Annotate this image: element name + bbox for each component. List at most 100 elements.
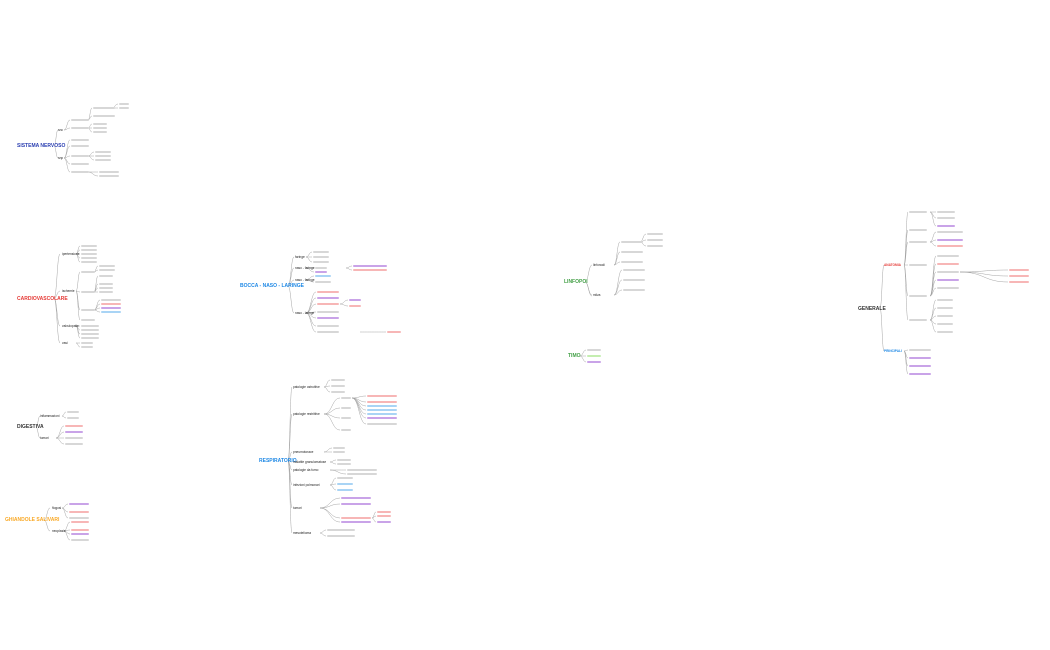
leaf-node[interactable]	[337, 477, 353, 479]
leaf-node[interactable]	[65, 437, 83, 439]
leaf-node[interactable]	[69, 517, 89, 519]
leaf-node[interactable]	[331, 379, 345, 381]
leaf-node[interactable]	[81, 245, 97, 247]
leaf-node[interactable]	[367, 401, 397, 403]
leaf-node[interactable]	[937, 323, 953, 325]
branch-linfonodi[interactable]: linfonodi	[593, 263, 605, 267]
leaf-node[interactable]	[71, 529, 89, 531]
leaf-node[interactable]	[81, 342, 93, 344]
leaf-node[interactable]	[367, 423, 397, 425]
leaf-node[interactable]	[587, 361, 601, 363]
leaf-node[interactable]	[337, 463, 351, 465]
leaf-node[interactable]	[341, 417, 351, 419]
leaf-node[interactable]	[367, 405, 397, 407]
leaf-node[interactable]	[937, 307, 953, 309]
leaf-node[interactable]	[65, 431, 83, 433]
leaf-node[interactable]	[93, 127, 107, 129]
map-title-bocca-naso-laringe[interactable]: BOCCA - NASO - LARINGE	[240, 283, 304, 289]
leaf-node[interactable]	[71, 171, 89, 173]
leaf-node[interactable]	[71, 139, 89, 141]
leaf-node[interactable]	[71, 163, 89, 165]
leaf-node[interactable]	[909, 365, 931, 367]
branch-faringe[interactable]: faringe	[295, 255, 305, 259]
leaf-node[interactable]	[909, 241, 927, 243]
leaf-node[interactable]	[341, 517, 371, 519]
leaf-node[interactable]	[333, 447, 345, 449]
leaf-node[interactable]	[71, 155, 89, 157]
leaf-node[interactable]	[67, 411, 79, 413]
leaf-node[interactable]	[99, 287, 113, 289]
map-title-ghiandole-salivari[interactable]: GHIANDOLE SALIVARI	[5, 517, 60, 523]
leaf-node[interactable]	[341, 497, 371, 499]
leaf-node[interactable]	[377, 521, 391, 523]
leaf-node[interactable]	[909, 349, 931, 351]
leaf-node[interactable]	[1009, 269, 1029, 271]
leaf-node[interactable]	[93, 123, 107, 125]
leaf-node[interactable]	[331, 385, 345, 387]
branch-naso-faringe-2[interactable]: naso - faringe	[295, 278, 315, 282]
branch-infezioni-polmonari[interactable]: infezioni polmonari	[293, 483, 320, 487]
leaf-node[interactable]	[937, 287, 959, 289]
branch-naso-faringe[interactable]: naso - faringe	[295, 266, 315, 270]
leaf-node[interactable]	[909, 373, 931, 375]
leaf-node[interactable]	[67, 417, 79, 419]
leaf-node[interactable]	[937, 225, 955, 227]
branch-flogosi[interactable]: flogosi	[52, 506, 62, 510]
leaf-node[interactable]	[99, 291, 113, 293]
leaf-node[interactable]	[331, 391, 345, 393]
leaf-node[interactable]	[95, 151, 111, 153]
leaf-node[interactable]	[347, 473, 377, 475]
leaf-node[interactable]	[99, 171, 119, 173]
leaf-node[interactable]	[647, 239, 663, 241]
leaf-node[interactable]	[1009, 281, 1029, 283]
leaf-node[interactable]	[81, 253, 97, 255]
leaf-node[interactable]	[937, 315, 953, 317]
leaf-node[interactable]	[99, 283, 113, 285]
leaf-node[interactable]	[587, 355, 601, 357]
leaf-node[interactable]	[337, 489, 353, 491]
leaf-node[interactable]	[81, 257, 97, 259]
leaf-node[interactable]	[99, 175, 119, 177]
branch-tumori-digestiva[interactable]: tumori	[40, 436, 49, 440]
leaf-node[interactable]	[909, 229, 927, 231]
leaf-node[interactable]	[317, 303, 339, 305]
leaf-node[interactable]	[937, 217, 955, 219]
leaf-node[interactable]	[313, 261, 329, 263]
leaf-node[interactable]	[81, 271, 95, 273]
leaf-node[interactable]	[909, 319, 927, 321]
leaf-node[interactable]	[99, 269, 115, 271]
leaf-node[interactable]	[937, 231, 963, 233]
branch-mesotelioma[interactable]: mesotelioma	[293, 531, 312, 535]
leaf-node[interactable]	[71, 521, 89, 523]
branch-valvulopatie[interactable]: valvulopatie	[62, 324, 79, 328]
leaf-node[interactable]	[349, 305, 361, 307]
leaf-node[interactable]	[367, 413, 397, 415]
leaf-node[interactable]	[81, 291, 95, 293]
leaf-node[interactable]	[937, 331, 953, 333]
branch-patologie-ostruttive[interactable]: patologie ostruttive	[293, 385, 320, 389]
branch-neoplasie[interactable]: neoplasie	[52, 529, 66, 533]
leaf-node[interactable]	[353, 269, 387, 271]
leaf-node[interactable]	[93, 107, 115, 109]
leaf-node[interactable]	[315, 271, 327, 273]
leaf-node[interactable]	[347, 469, 377, 471]
leaf-node[interactable]	[81, 329, 99, 331]
leaf-node[interactable]	[621, 251, 643, 253]
leaf-node[interactable]	[337, 459, 351, 461]
leaf-node[interactable]	[95, 159, 111, 161]
leaf-node[interactable]	[623, 289, 645, 291]
branch-vasi[interactable]: vasi	[62, 341, 68, 345]
leaf-node[interactable]	[69, 511, 89, 513]
leaf-node[interactable]	[71, 127, 89, 129]
leaf-node[interactable]	[71, 539, 89, 541]
leaf-node[interactable]	[1009, 275, 1029, 277]
leaf-node[interactable]	[95, 155, 111, 157]
leaf-node[interactable]	[101, 311, 121, 313]
leaf-node[interactable]	[349, 299, 361, 301]
leaf-node[interactable]	[337, 483, 353, 485]
leaf-node[interactable]	[69, 503, 89, 505]
map-title-digestiva[interactable]: DIGESTIVA	[17, 424, 44, 430]
leaf-node[interactable]	[327, 529, 355, 531]
leaf-node[interactable]	[647, 245, 663, 247]
